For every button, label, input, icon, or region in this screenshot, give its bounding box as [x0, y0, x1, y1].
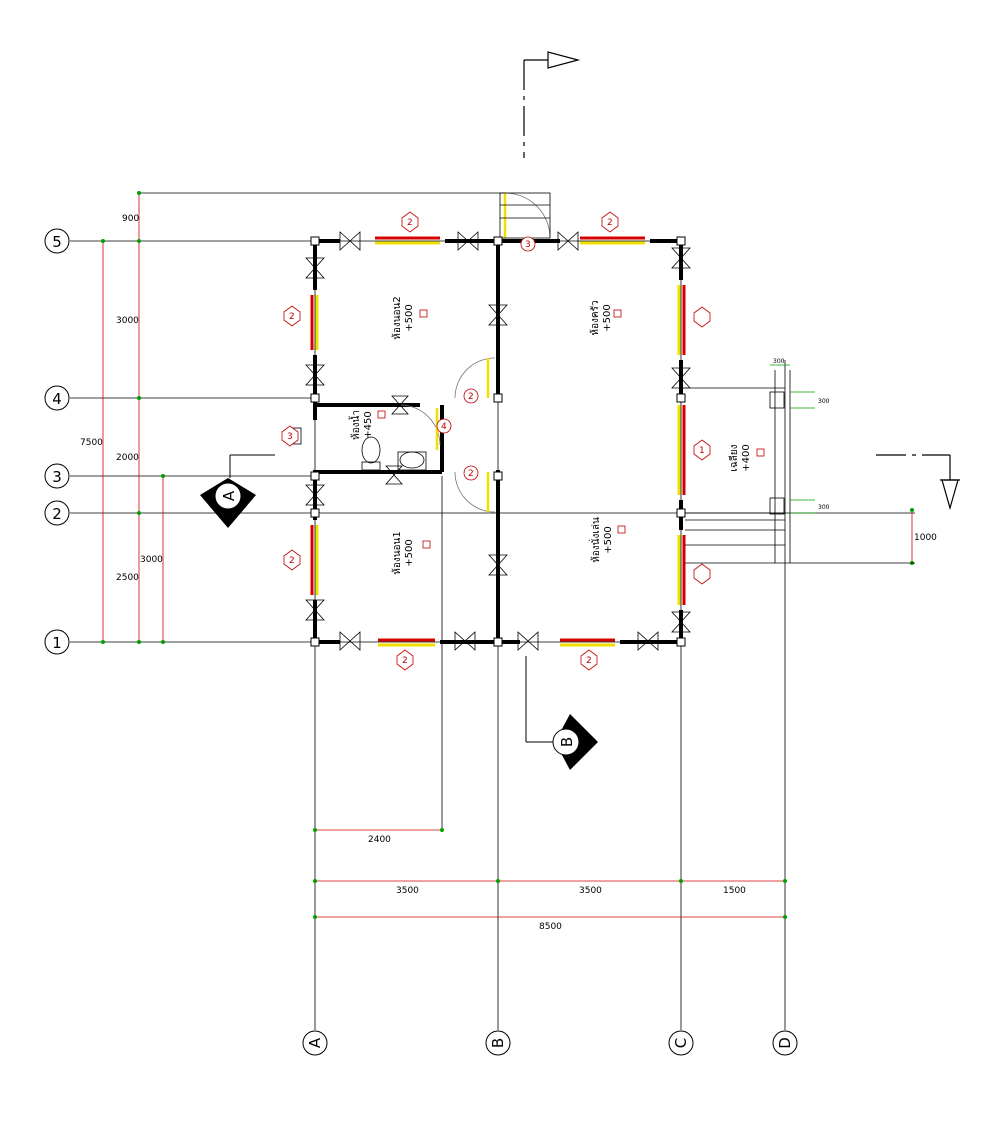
- dim-left-3000: 3000: [116, 316, 139, 326]
- row-label-5: 5: [52, 233, 62, 251]
- left-dim-ticks: [101, 191, 165, 644]
- room-kitchen-name: ห้องครัว: [589, 300, 601, 335]
- room-bedroom1-level: +500: [404, 539, 415, 566]
- room-living-label: ห้องนั่งเล่น +500: [588, 517, 614, 563]
- room-kitchen-label: ห้องครัว +500: [589, 300, 613, 335]
- bottom-dim-ticks: [313, 508, 914, 919]
- entry-steps: [499, 192, 551, 239]
- room-living-level: +500: [603, 526, 614, 553]
- section-b-marker: B: [525, 656, 598, 770]
- row-label-4: 4: [52, 390, 62, 408]
- section-a-marker: A: [200, 454, 275, 528]
- tag-door-lower: 2: [468, 469, 474, 479]
- tag-window-bottom-right: 2: [586, 656, 592, 666]
- row-label-1: 1: [52, 634, 62, 652]
- section-b-label: B: [558, 737, 576, 747]
- tag-window-right-mid: 1: [699, 446, 705, 456]
- dim-left-900: 900: [122, 214, 139, 224]
- windows: [310, 236, 686, 647]
- columns: [310, 236, 686, 647]
- dim-left-2500: 2500: [116, 573, 139, 583]
- section-a-label: A: [220, 490, 238, 501]
- tag-window-bottom-left: 2: [402, 656, 408, 666]
- porch-dims: [770, 364, 815, 514]
- dim-porch-b: 300: [818, 398, 830, 405]
- dim-bottom-3500-b: 3500: [579, 886, 602, 896]
- tag-window-top-left: 2: [407, 218, 413, 228]
- room-bedroom1-name: ห้องนอน1: [391, 531, 403, 575]
- room-bedroom2-name: ห้องนอน2: [391, 296, 403, 340]
- col-label-c: C: [672, 1038, 690, 1048]
- tags: [281, 211, 711, 671]
- room-bathroom-name: ห้องน้ำ: [348, 410, 362, 440]
- opening-symbols: [305, 231, 691, 651]
- tag-window-left-lower: 2: [289, 556, 295, 566]
- dim-bottom-1500: 1500: [723, 886, 746, 896]
- room-bathroom-level: +450: [363, 411, 374, 438]
- dim-left-inner: 3000: [140, 555, 163, 565]
- dim-porch-a: 300: [773, 358, 785, 365]
- row-label-3: 3: [52, 468, 62, 486]
- porch: [681, 370, 791, 563]
- room-bedroom1-label: ห้องนอน1 +500: [391, 531, 415, 575]
- dim-porch-c: 300: [818, 504, 830, 511]
- dim-right-1000: 1000: [914, 533, 937, 543]
- tag-window-top-right: 2: [607, 218, 613, 228]
- room-bathroom-label: ห้องน้ำ +450: [348, 410, 374, 440]
- col-label-d: D: [776, 1037, 794, 1049]
- tag-door-upper: 2: [468, 392, 474, 402]
- dim-left-2000: 2000: [116, 453, 139, 463]
- col-label-b: B: [489, 1038, 507, 1048]
- room-porch-name: เฉลียง: [728, 444, 740, 471]
- walls: [313, 239, 683, 644]
- tag-door-entry: 3: [525, 240, 531, 250]
- room-kitchen-level: +500: [602, 304, 613, 331]
- row-bubbles: 5 4 3 2 1: [44, 228, 70, 655]
- cut-marker-right: [876, 454, 960, 511]
- grid-lines: [70, 192, 915, 1030]
- room-living-name: ห้องนั่งเล่น: [588, 517, 602, 563]
- left-dimensions: [102, 193, 164, 642]
- bottom-dimensions: [315, 508, 913, 918]
- dim-bottom-total: 8500: [539, 922, 562, 932]
- dim-bottom-3500-a: 3500: [396, 886, 419, 896]
- cut-marker-top: [523, 51, 581, 158]
- room-porch-level: +400: [741, 444, 752, 471]
- dim-left-outer: 7500: [80, 438, 103, 448]
- tag-door-bath: 4: [441, 422, 447, 432]
- col-bubbles: A B C D: [302, 1030, 798, 1056]
- room-bedroom2-level: +500: [404, 304, 415, 331]
- tag-window-left-bath: 3: [287, 432, 293, 442]
- row-label-2: 2: [52, 505, 62, 523]
- room-porch-label: เฉลียง +400: [728, 444, 752, 471]
- dim-bottom-2400: 2400: [368, 835, 391, 845]
- room-bedroom2-label: ห้องนอน2 +500: [391, 296, 415, 340]
- col-label-a: A: [306, 1037, 324, 1048]
- tag-window-left-upper: 2: [289, 312, 295, 322]
